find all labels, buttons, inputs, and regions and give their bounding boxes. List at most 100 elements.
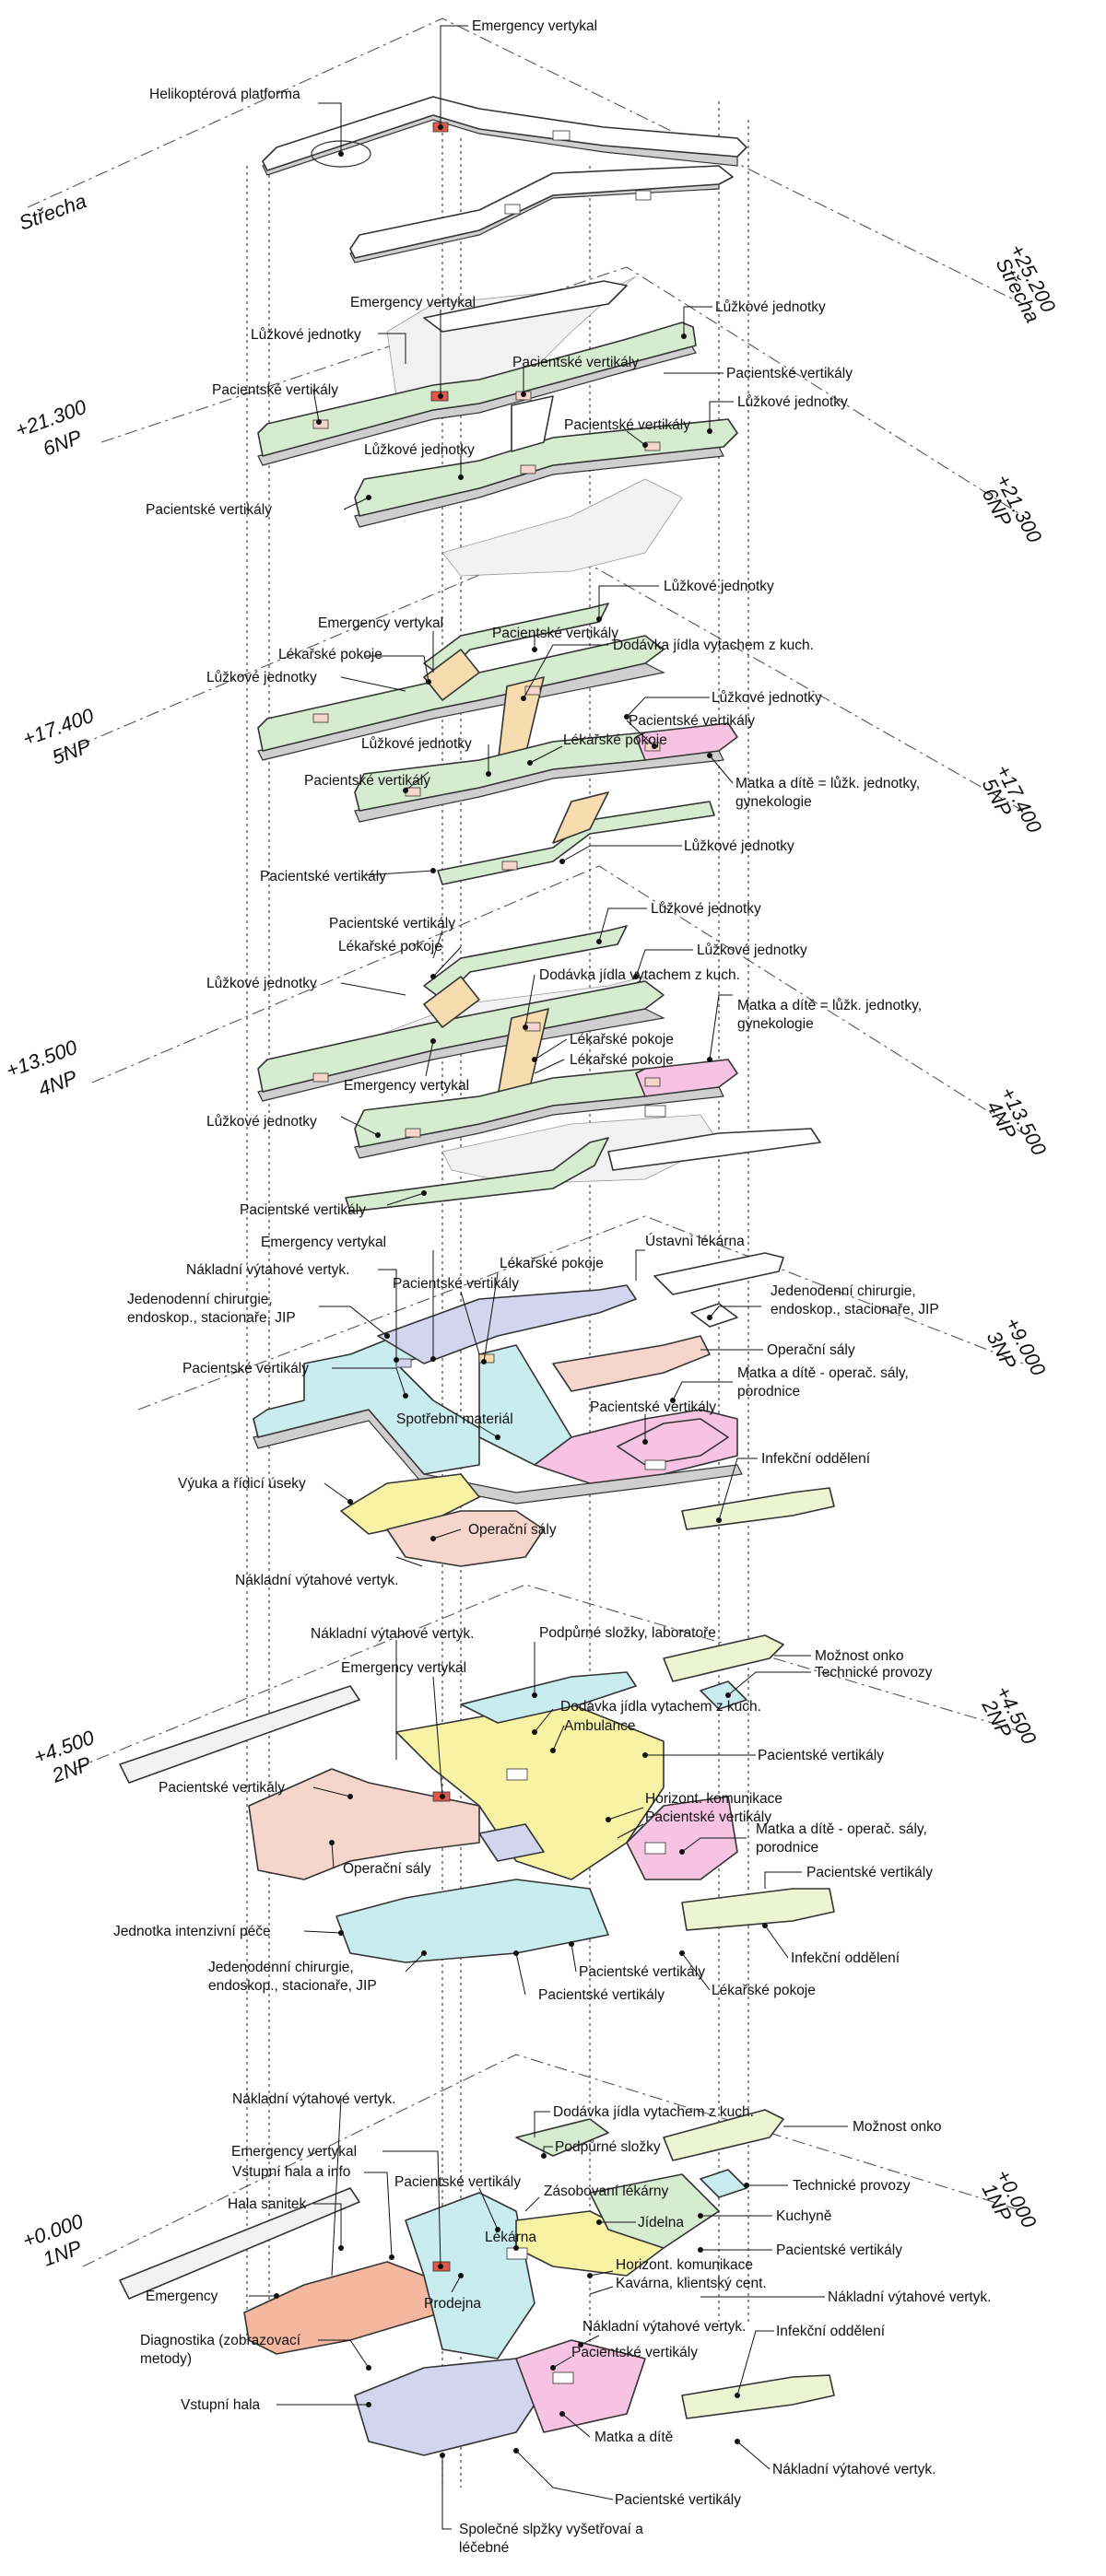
leader-np2-mother	[681, 1837, 747, 1853]
leader-np2-food	[534, 1708, 554, 1733]
label-np4-mother-2: gynekologie	[737, 1016, 814, 1032]
leader-np6-vert-bottom-left	[343, 497, 370, 510]
label-np6-beds-right: Lůžkové jednotky	[737, 394, 848, 410]
leader-np4-vert-bottom	[386, 1192, 425, 1206]
leader-np5-beds-right	[626, 697, 710, 718]
leader-np2-infect	[764, 1925, 789, 1959]
leader-np4-emergency	[425, 1040, 434, 1077]
label-np6-beds-top-right: Lůžkové jednotky	[715, 299, 826, 315]
leader-np5-vert-left	[405, 771, 429, 791]
np4-white-wing	[607, 1128, 821, 1171]
np4-plane-line	[91, 865, 1024, 1134]
label-np1-onco: Možnost onko	[853, 2119, 942, 2135]
label-np5-beds-right: Lůžkové jednotky	[712, 690, 822, 706]
label-np4-food: Dodávka jídla vytachem z kuch.	[539, 967, 740, 983]
roof-plate	[262, 96, 747, 171]
leader-np4-vert-top	[432, 930, 443, 959]
np3-small-block	[690, 1303, 738, 1328]
leader-np5-beds-left	[340, 676, 406, 692]
leader-np1-mother	[561, 2413, 591, 2438]
label-np5-doctors-center: Lékařské pokoje	[563, 732, 667, 748]
dot-np1-pharmacy	[513, 2245, 519, 2251]
dot-np5-beds-right	[624, 714, 629, 720]
label-np3-vert-top: Pacientské vertikály	[393, 1276, 519, 1292]
dot-np2-ambulance	[550, 1748, 556, 1753]
leader-np1-lobby-info	[364, 2172, 393, 2258]
leader-np3-operating-center	[432, 1528, 462, 1540]
np2-icu	[335, 1879, 609, 1963]
dot-np3-supplies	[495, 1434, 500, 1440]
np2-pink	[626, 1796, 738, 1880]
np2-core-b	[644, 1842, 666, 1855]
np4-core-a	[312, 1072, 329, 1083]
leader-np2-doctors	[681, 1952, 711, 1991]
label-np3-surgery-left-2: endoskop., stacionaře, JIP	[127, 1310, 296, 1326]
label-np1-emergency-vert: Emergency vertykal	[231, 2144, 357, 2160]
leader-np6-vert-left	[312, 389, 320, 423]
dot-np2-operating	[329, 1840, 335, 1845]
leader-np2-vert-bottom-a	[571, 1943, 577, 1973]
label-np6-vert-left: Pacientské vertikály	[212, 382, 338, 398]
dot-np6-beds-right	[707, 428, 712, 434]
label-np1-pharmacy: Lékárna	[485, 2230, 536, 2245]
dot-np1-tech	[744, 2183, 749, 2188]
leader-np2-tech	[727, 1671, 811, 1696]
leader-np5-mother	[709, 755, 734, 784]
np6-upper-wing	[257, 322, 697, 457]
np1-green	[589, 2173, 720, 2249]
np3-peach	[552, 1335, 711, 1392]
leader-np1-food	[534, 2111, 550, 2137]
dot-np5-doctors-left	[426, 679, 431, 685]
np2-far-left-strip	[119, 1685, 360, 1784]
label-np1-cafe: Kavárna, klientský cent.	[616, 2276, 767, 2291]
dot-np1-vert-mid	[550, 2365, 556, 2371]
leader-np5-food	[523, 644, 608, 699]
np2-lavender	[478, 1823, 545, 1862]
label-np1-lobby-info: Vstupní hala a info	[232, 2164, 350, 2180]
dot-np5-doctors-center	[527, 760, 533, 766]
dot-np1-infect	[735, 2393, 740, 2398]
np2-cyan-top	[460, 1671, 637, 1724]
label-np1-mother: Matka a dítě	[594, 2430, 673, 2445]
dot-np5-beds-top	[596, 616, 602, 622]
leader-np4-mother	[709, 994, 733, 1060]
floor-5np	[257, 603, 738, 885]
label-np6-vert-center: Pacientské vertikály	[512, 355, 639, 370]
label-np3-operating-right: Operační sály	[767, 1342, 855, 1358]
dot-np6-beds-center	[458, 474, 464, 480]
np6-void-hatch-2	[441, 478, 683, 577]
leader-np1-freight-top	[331, 2098, 342, 2277]
label-np3-emergency: Emergency vertykal	[261, 1235, 386, 1250]
leader-np6-beds-left	[378, 333, 406, 364]
dot-roof-heliport	[338, 151, 344, 157]
label-np3-infect: Infekční oddělení	[761, 1451, 871, 1467]
leader-np1-support	[543, 2146, 553, 2156]
leader-np1-ambulance-hall	[313, 2203, 342, 2248]
leader-np1-infect	[736, 2330, 774, 2396]
floor-2np	[119, 1634, 835, 1963]
np3-core-a	[395, 1358, 412, 1368]
np5-mother-wing	[635, 722, 738, 761]
label-np3-vert-right: Pacientské vertikály	[590, 1399, 716, 1415]
label-np4-doctors-b: Lékařské pokoje	[570, 1052, 674, 1068]
label-np1-common-2: léčebné	[459, 2540, 509, 2556]
dot-np1-diag	[366, 2365, 371, 2371]
leader-np5-doctors-left	[364, 655, 429, 683]
label-np1-food: Dodávka jídla vytachem z kuch.	[553, 2104, 754, 2120]
dot-np5-beds-center	[486, 771, 491, 777]
label-np4-vert-bottom: Pacientské vertikály	[240, 1202, 366, 1218]
np6-plane-line	[100, 266, 1024, 517]
dot-np3-emergency	[430, 1356, 436, 1362]
label-np6-beds-center: Lůžkové jednotky	[364, 442, 475, 458]
np1-onko	[663, 2109, 784, 2161]
label-np2-surgery-2: endoskop., stacionaře, JIP	[208, 1978, 377, 1994]
leader-np4-doctors-top	[432, 946, 462, 978]
annotations: Emergency vertykal Helikoptérová platfor…	[113, 18, 991, 2556]
label-np5-vert-left: Pacientské vertikály	[304, 773, 430, 789]
np3-lavender	[377, 1284, 637, 1364]
leader-np1-freight-bottom	[736, 2441, 771, 2470]
np1-infect-wing	[681, 2374, 835, 2419]
dot-np6-vert-mid	[642, 442, 648, 448]
leader-np2-surgery	[405, 1952, 425, 1973]
